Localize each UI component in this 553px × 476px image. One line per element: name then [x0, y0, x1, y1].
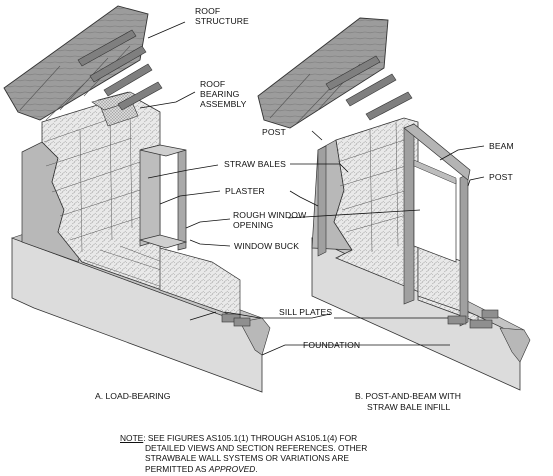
sill-plates-right [447, 309, 499, 329]
sill-plates-left [221, 313, 251, 327]
leader-lines [139, 21, 485, 356]
label-post-right: POST [489, 172, 513, 182]
label-sill-plates: SILL PLATES [279, 307, 333, 317]
label-window-buck: WINDOW BUCK [234, 241, 300, 251]
label-roof-bearing-assembly: ROOF BEARING ASSEMBLY [200, 79, 247, 109]
label-foundation: FOUNDATION [303, 340, 361, 350]
window-frame-right [413, 159, 457, 263]
label-beam: BEAM [489, 141, 514, 151]
beam [403, 123, 471, 181]
caption-post-and-beam: B. POST-AND-BEAM WITH STRAW BALE INFILL [355, 391, 461, 412]
lower-bales-left [159, 247, 241, 319]
caption-load-bearing: A. LOAD-BEARING [95, 391, 171, 401]
note-prefix: NOTE [120, 433, 144, 443]
figure-note: NOTE: SEE FIGURES AS105.1(1) THROUGH AS1… [120, 433, 368, 474]
label-plaster: PLASTER [225, 186, 265, 196]
label-rough-window-opening: ROUGH WINDOW OPENING [233, 210, 307, 230]
bale-joints-right [337, 121, 411, 253]
bale-joints-left [43, 111, 237, 301]
load-bearing-wall [3, 5, 271, 393]
posts [317, 123, 469, 327]
roof-structure-left [3, 5, 163, 121]
post-and-beam-wall [257, 17, 531, 391]
label-straw-bales: STRAW BALES [224, 159, 286, 169]
label-roof-structure: ROOF STRUCTURE [195, 6, 249, 26]
label-post-left: POST [262, 127, 286, 137]
roof-structure-right [257, 17, 413, 129]
window-buck [138, 144, 188, 251]
